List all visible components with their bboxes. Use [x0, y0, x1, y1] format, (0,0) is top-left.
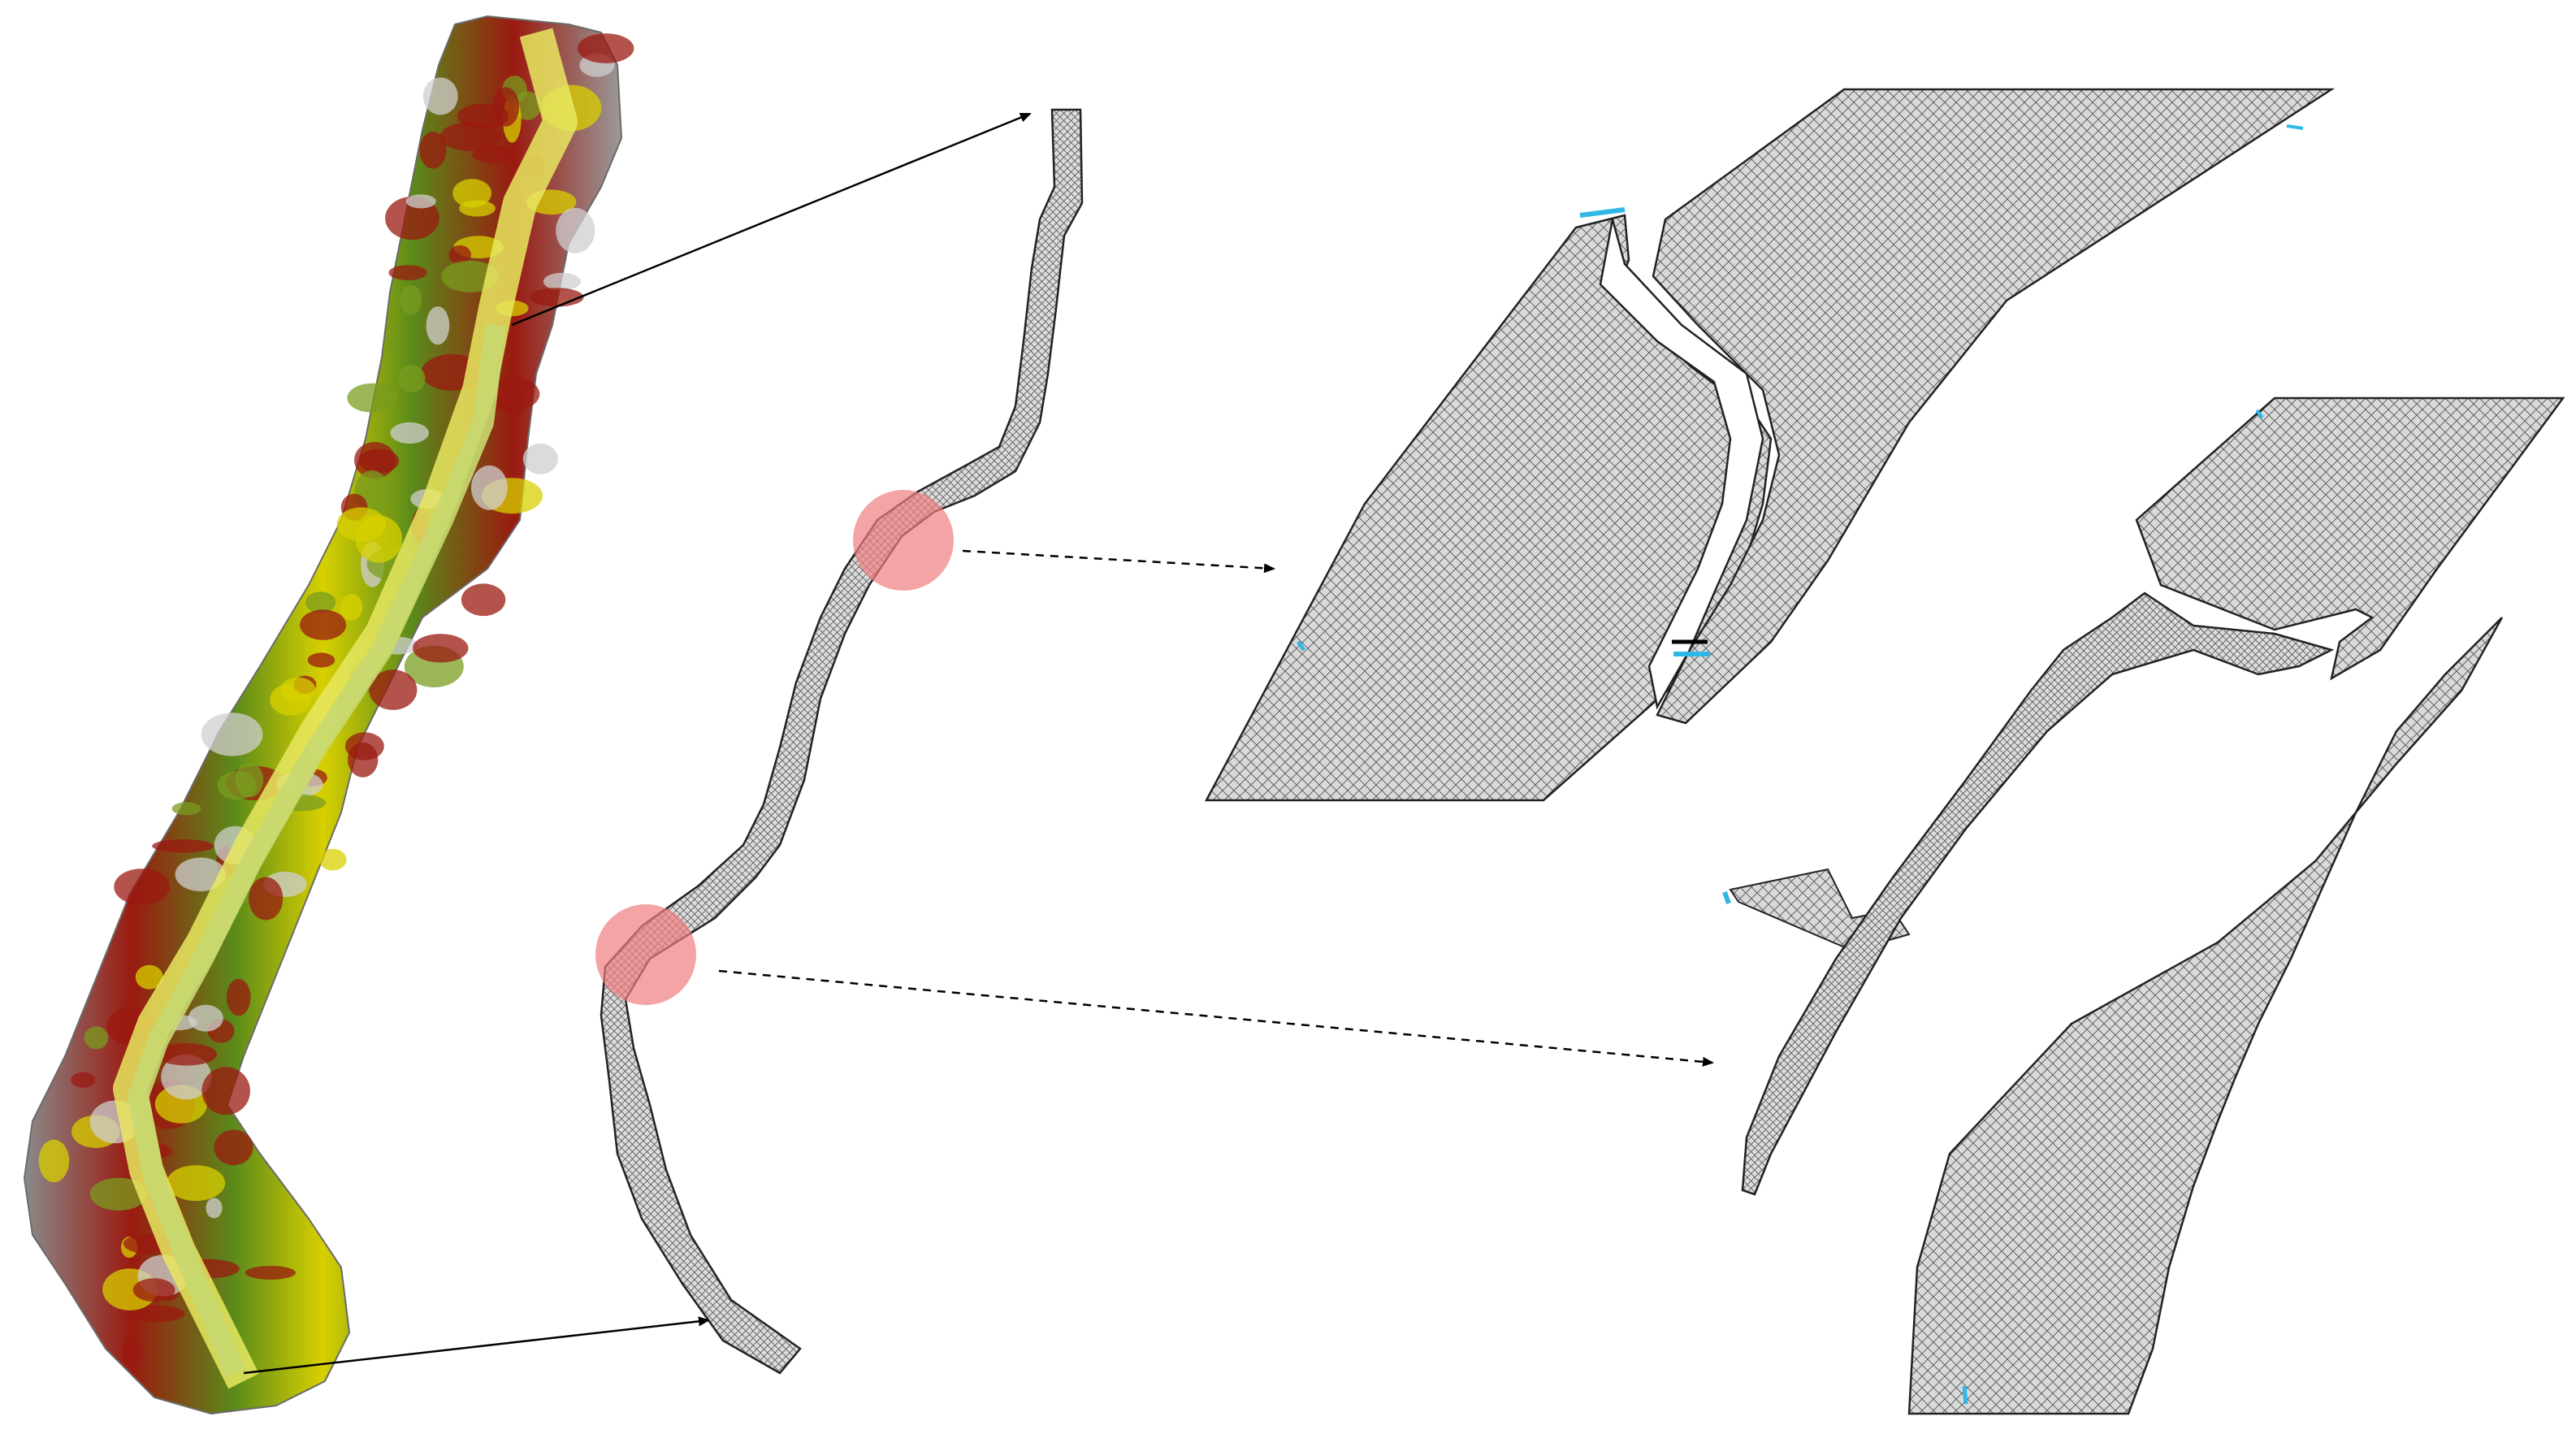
- dem-relief-blob: [369, 669, 418, 710]
- dem-relief-blob: [161, 1054, 212, 1100]
- detail-upper-corner-marker: [2286, 124, 2304, 130]
- dem-relief-blob: [452, 179, 491, 208]
- detail-lower-inflow-marker: [1722, 890, 1731, 905]
- dem-relief-blob: [217, 771, 257, 800]
- dem-relief-blob: [171, 802, 201, 816]
- dem-relief-blob: [448, 245, 471, 265]
- detail-lower-corner-marker: [2255, 409, 2264, 419]
- detail-lower-channel-strip: [1741, 591, 2335, 1196]
- detail-upper-inflow-marker: [1579, 207, 1626, 218]
- detail-lower-upper-bank: [2135, 396, 2565, 681]
- dem-relief-blob: [340, 594, 363, 621]
- connectors: [243, 112, 1714, 1375]
- dem-relief-blob: [201, 713, 263, 756]
- dem-relief-blob: [413, 634, 469, 663]
- detail-lower-main-bank: [1907, 617, 2504, 1415]
- dem-relief-blob: [132, 1278, 175, 1302]
- dem-relief-blob: [405, 194, 436, 209]
- dem-relief-blob: [127, 1305, 185, 1323]
- dem-relief-blob: [71, 1072, 96, 1088]
- dem-relief-blob: [300, 609, 347, 640]
- dem-relief-blob: [152, 839, 214, 853]
- dem-relief-blob: [439, 122, 502, 151]
- dem-relief-blob: [461, 583, 506, 617]
- dem-relief-blob: [206, 1198, 223, 1219]
- arrow-dem-top-to-mesh: [511, 112, 1032, 327]
- dem-relief-blob: [89, 1177, 148, 1211]
- detail-lower-panel: [1722, 396, 2565, 1415]
- dem-relief-blob: [355, 515, 403, 563]
- dem-relief-blob: [249, 877, 284, 921]
- arrow-dashed-to-detail-upper: [962, 549, 1275, 574]
- dem-relief-blob: [135, 964, 163, 990]
- dem-relief-blob: [245, 1266, 296, 1280]
- dem-relief-blob: [307, 652, 336, 668]
- dem-relief-blob: [358, 448, 400, 474]
- dem-relief-blob: [388, 265, 427, 280]
- dem-relief-blob: [38, 1139, 70, 1183]
- dem-relief-blob: [419, 132, 447, 169]
- highlight-circle-upper: [853, 490, 954, 591]
- mesh-overview-strip: [600, 108, 1084, 1375]
- dem-relief-blob: [122, 1337, 141, 1367]
- detail-lower-outflow-marker: [1962, 1385, 1968, 1405]
- dem-relief-blob: [577, 33, 634, 63]
- dem-relief-blob: [167, 1165, 226, 1202]
- dem-relief-blob: [347, 383, 398, 413]
- dem-relief-blob: [390, 422, 429, 444]
- dem-relief-blob: [556, 207, 595, 253]
- dem-relief-blob: [426, 306, 450, 345]
- dem-mesh-outline: [128, 323, 506, 1378]
- detail-upper-panel: [1204, 88, 2336, 802]
- dem-relief-blob: [459, 200, 496, 217]
- dem-relief-blob: [84, 1026, 109, 1050]
- dem-relief-blob: [226, 978, 251, 1016]
- dem-relief-blob: [397, 365, 426, 392]
- dem-map-panel: [23, 15, 634, 1415]
- dem-relief-blob: [175, 857, 226, 892]
- arrow-dashed-to-detail-lower: [718, 969, 1714, 1067]
- dem-relief-blob: [471, 465, 508, 510]
- dem-relief-blob: [305, 591, 336, 613]
- arrow-dem-bottom-to-mesh: [243, 1316, 710, 1375]
- dem-relief-blob: [201, 1067, 250, 1116]
- dem-relief-blob: [214, 1129, 253, 1166]
- detail-upper-right-bank: [1652, 88, 2336, 725]
- detail-upper-channel-gap: [1599, 219, 1764, 710]
- dem-relief-blob: [472, 145, 518, 164]
- dem-relief-blob: [529, 288, 584, 307]
- dem-relief-blob: [345, 732, 384, 760]
- dem-relief-blob: [422, 77, 458, 115]
- dem-relief-blob: [522, 443, 558, 474]
- dem-relief-blob: [156, 1043, 218, 1066]
- dem-relief-blob: [188, 1004, 223, 1032]
- dem-relief-blob: [400, 284, 422, 315]
- dem-relief-blob: [318, 848, 347, 871]
- detail-upper-left-marker: [1296, 640, 1306, 652]
- dem-relief-blob: [491, 87, 520, 127]
- highlight-circle-lower: [595, 904, 696, 1005]
- dem-relief-blob: [543, 272, 582, 291]
- dem-relief-blob: [505, 387, 524, 420]
- dem-relief-blob: [280, 677, 316, 702]
- dem-relief-blob: [114, 869, 170, 905]
- mesh-overview-panel: [595, 108, 1084, 1375]
